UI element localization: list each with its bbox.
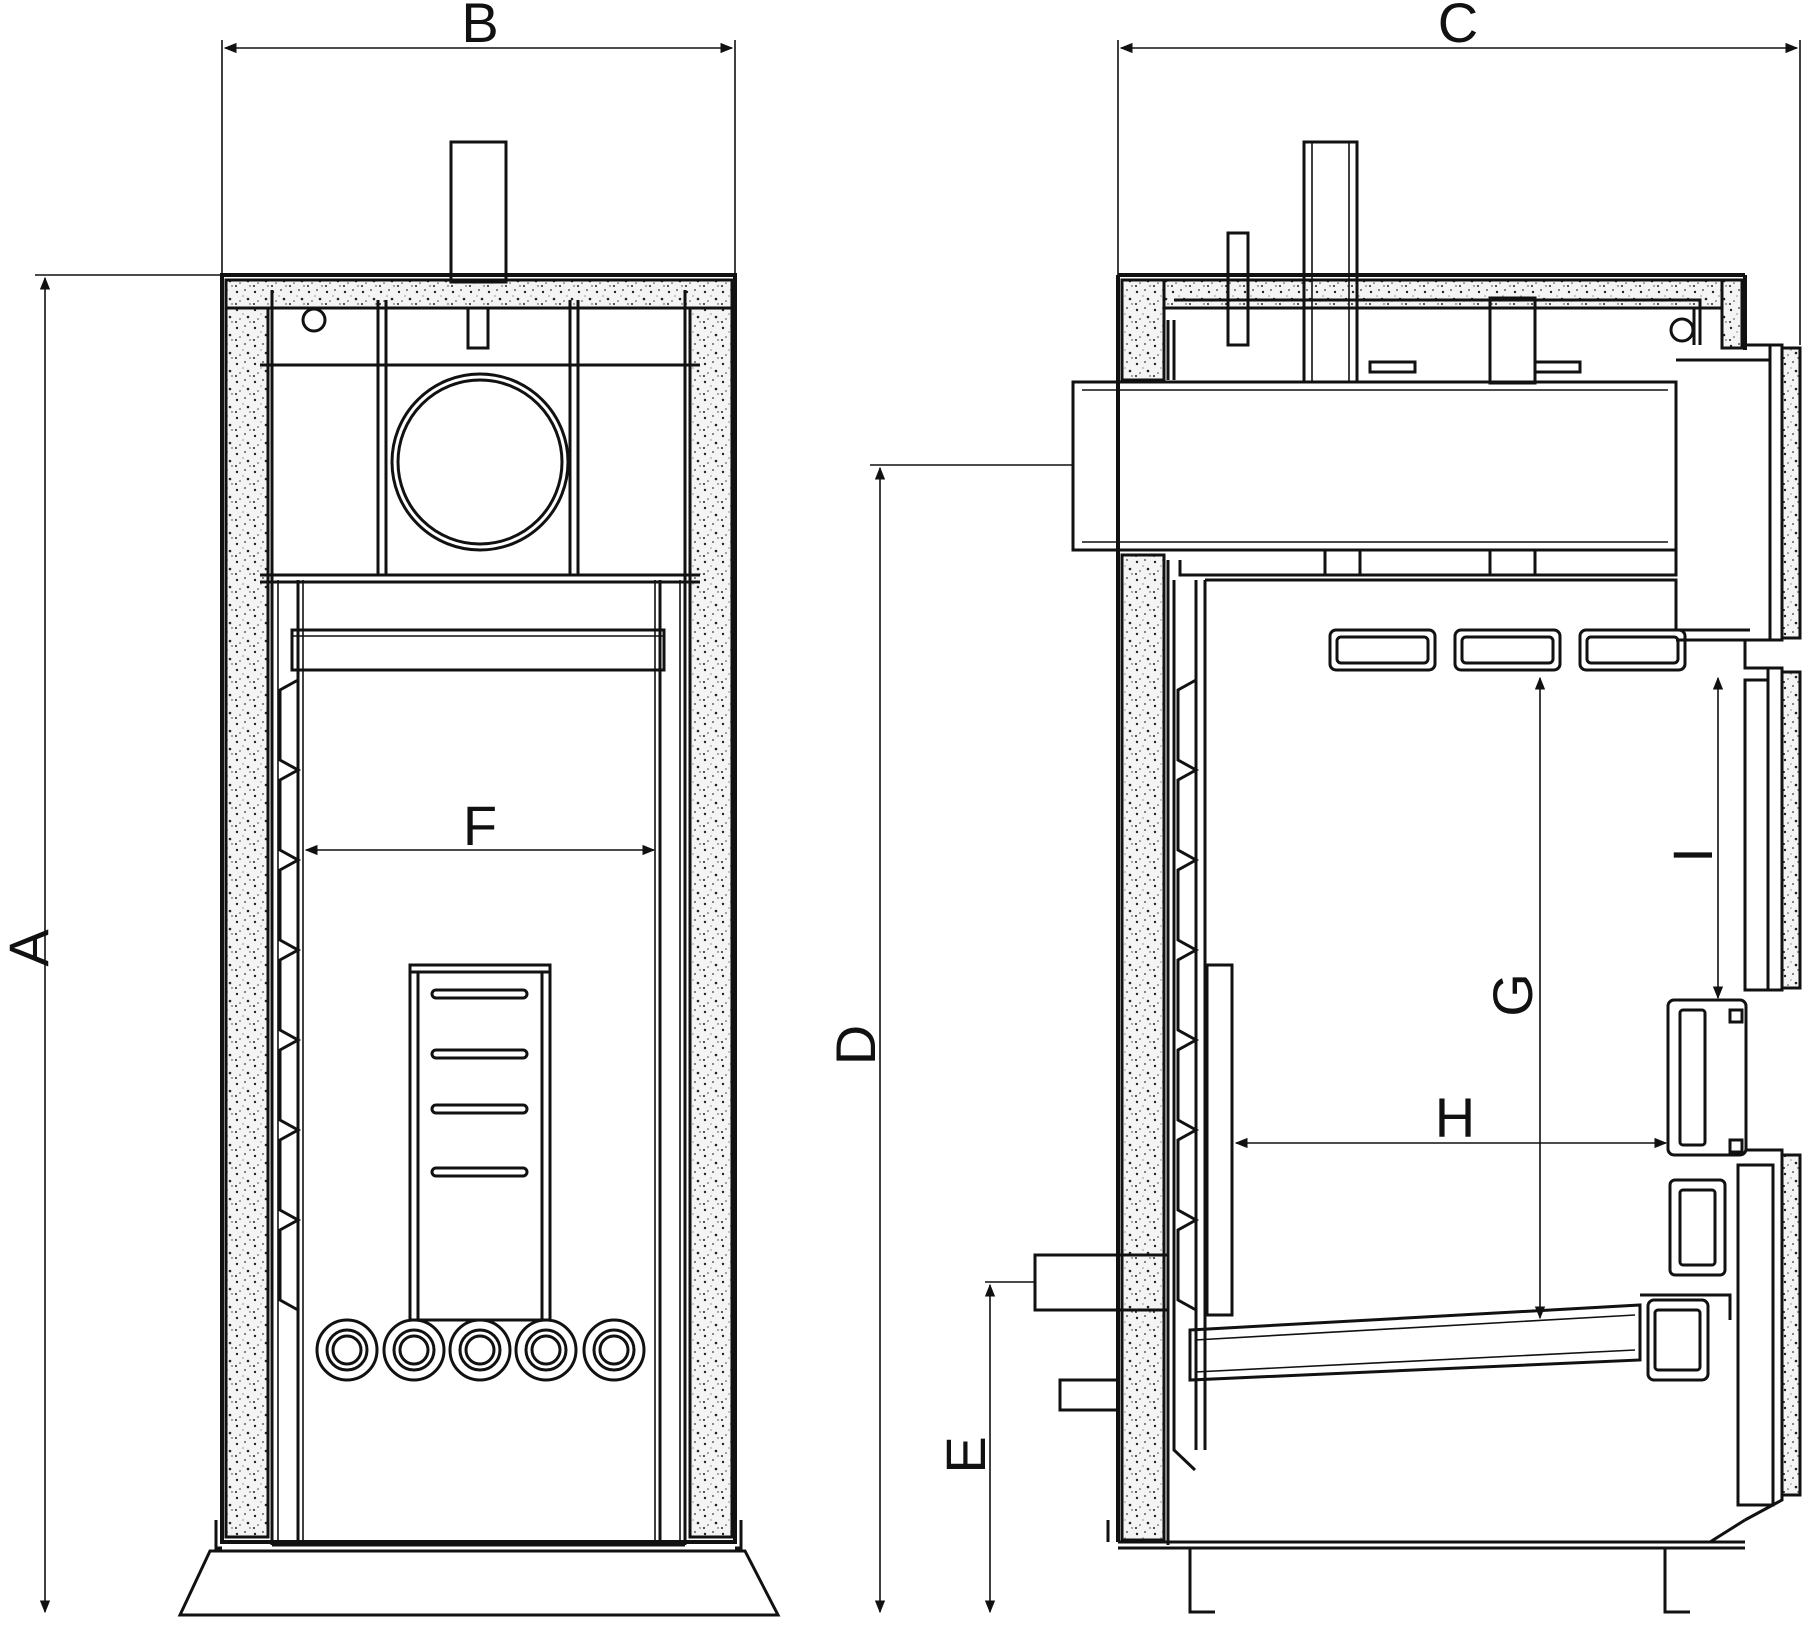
dimension-h: H <box>1234 1086 1668 1149</box>
label-c: C <box>1438 0 1478 54</box>
front-base-plinth <box>214 1520 743 1550</box>
side-drain-pipe <box>1058 1378 1120 1412</box>
side-upper-door <box>1676 343 1802 670</box>
front-flue-outlet-circle <box>390 372 570 552</box>
label-d: D <box>824 1025 887 1065</box>
side-top-insulation <box>1120 278 1744 310</box>
side-thermo-sleeve <box>1226 231 1250 347</box>
dimension-i: I <box>1661 676 1724 1000</box>
front-crossbar <box>290 628 666 672</box>
dimension-e: E <box>934 1281 1035 1614</box>
side-back-insulation <box>1120 553 1166 1542</box>
label-a: A <box>0 929 60 967</box>
dimension-b: B <box>221 0 736 275</box>
dimension-c: C <box>1117 0 1801 345</box>
label-h: H <box>1435 1086 1475 1149</box>
front-right-insulation <box>688 280 734 1539</box>
front-left-insulation <box>224 280 270 1539</box>
front-baffle-teeth <box>278 678 302 1312</box>
front-sensor-port <box>301 307 327 333</box>
side-grate-handle <box>1646 1298 1710 1382</box>
label-g: G <box>1481 973 1544 1017</box>
front-flue-pipe <box>449 140 508 284</box>
label-f: F <box>463 794 497 857</box>
dimension-g: G <box>1481 676 1546 1320</box>
front-water-tubes <box>315 1318 646 1382</box>
side-baffle-2 <box>1453 628 1562 672</box>
dimension-d: D <box>824 464 1073 1614</box>
label-i: I <box>1661 847 1724 863</box>
side-view <box>1033 140 1802 1614</box>
side-middle-door <box>1743 666 1802 992</box>
side-baffle-3 <box>1578 628 1687 672</box>
front-view <box>177 140 781 1617</box>
side-baffle-1 <box>1328 628 1437 672</box>
side-grate <box>1188 1303 1642 1382</box>
side-feet <box>1188 1548 1690 1614</box>
side-sensor-port <box>1669 317 1695 343</box>
dimension-a: A <box>0 274 222 1614</box>
label-e: E <box>934 1436 997 1473</box>
side-control-box <box>1666 998 1748 1157</box>
front-grate-plate <box>408 963 552 1322</box>
label-b: B <box>461 0 498 54</box>
side-secondary-plate <box>1205 963 1234 1317</box>
side-flue-duct <box>1071 380 1678 552</box>
front-top-insulation <box>224 278 734 310</box>
